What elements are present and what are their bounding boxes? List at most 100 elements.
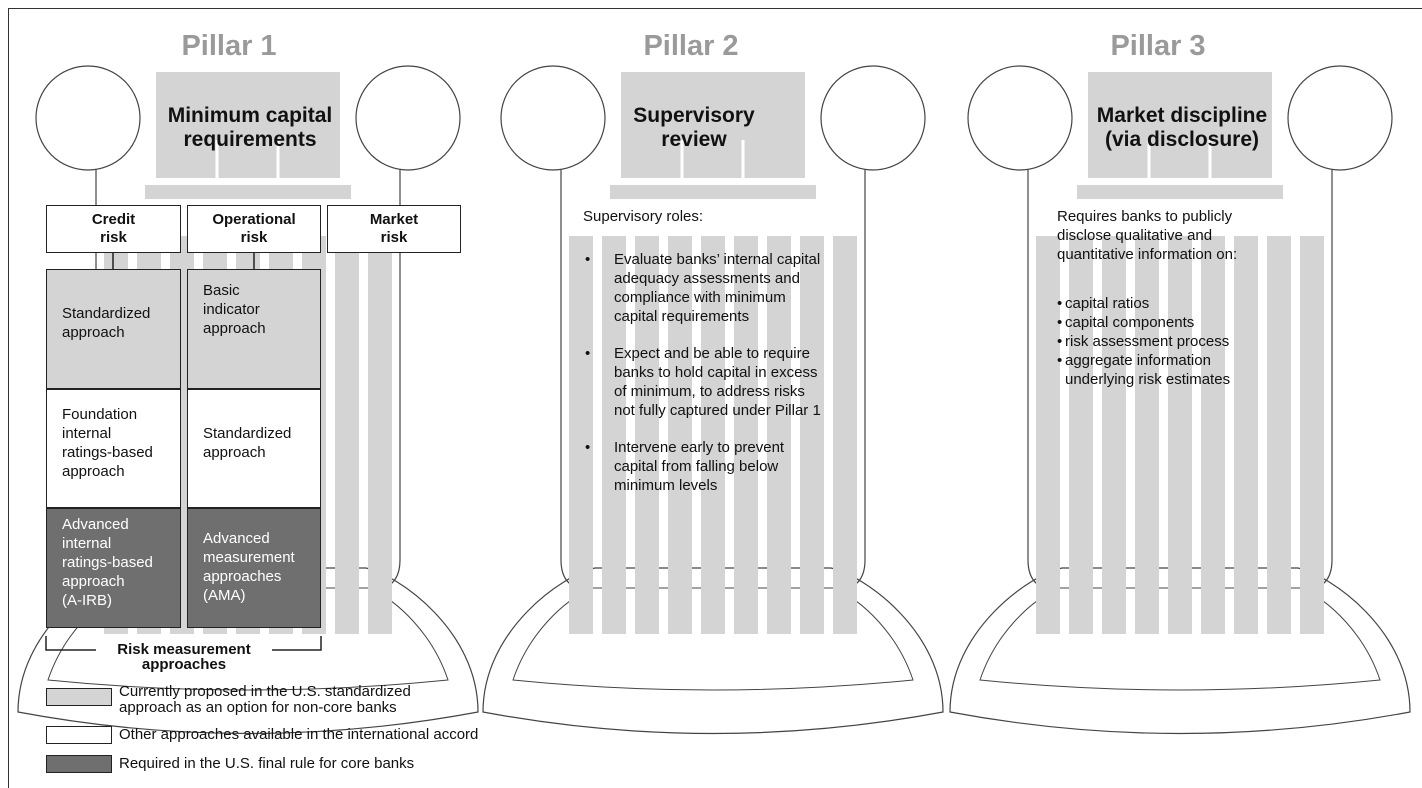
pillar-2-flute (569, 236, 593, 634)
cell-line: approaches (203, 568, 282, 585)
cell-line: Advanced (203, 530, 270, 547)
cell-line: ratings-based (62, 554, 153, 571)
bullet-line: capital ratios (1065, 295, 1150, 312)
heading-line: (via disclosure) (1104, 128, 1260, 151)
cell-line: approach (62, 573, 125, 590)
list-item: •capital ratios (1057, 294, 1297, 313)
header-line: risk (380, 229, 408, 246)
bullet-dot-icon: • (585, 439, 591, 456)
pillar-3-flute (1102, 236, 1126, 634)
legend-line: Other approaches available in the intern… (119, 726, 479, 743)
legend-swatch-white (46, 726, 112, 744)
pillar-2-bullet-list: • Evaluate banks’ internal capital adequ… (583, 250, 883, 513)
pillar-3-title: Pillar 3 (1110, 30, 1206, 62)
pillar-1-scroll-left (35, 65, 141, 171)
heading-line: review (661, 128, 727, 151)
pillar-2-flute (635, 236, 659, 634)
heading-line: Minimum capital (167, 104, 333, 127)
heading-line: requirements (183, 128, 317, 151)
bracket-right (272, 636, 322, 651)
cell-line: Advanced (62, 516, 129, 533)
header-line: Credit (91, 211, 136, 228)
pillar-1-abacus-bar (145, 185, 351, 199)
cell-line: Standardized (62, 305, 151, 322)
header-line: Operational (212, 211, 296, 228)
bullet-line: underlying risk estimates (1065, 371, 1231, 388)
pillar-3-flute (1201, 236, 1225, 634)
list-item: • Intervene early to prevent capital fro… (583, 438, 883, 495)
cell-operational-basic-indicator: Basic indicator approach (187, 269, 321, 389)
pillar-3-scroll-right (1287, 65, 1393, 171)
pillar-1-title: Pillar 1 (181, 30, 277, 62)
pillar-3-intro: Requires banks to publicly disclose qual… (1057, 207, 1297, 264)
pillar-2-flute (602, 236, 626, 634)
legend-swatch-light (46, 688, 112, 706)
cell-line: (A-IRB) (62, 592, 112, 609)
bullet-dot-icon: • (1057, 333, 1063, 350)
cell-line: Standardized (203, 425, 292, 442)
pillar-1-flute (335, 236, 359, 634)
cell-line: approach (203, 320, 266, 337)
bullet-line: minimum levels (614, 477, 718, 494)
heading-line: Market discipline (1096, 104, 1268, 127)
bullet-dot-icon: • (1057, 314, 1063, 331)
bullet-dot-icon: • (1057, 295, 1063, 312)
pillar-3-flute (1300, 236, 1324, 634)
pillar-2-intro: Supervisory roles: (583, 208, 704, 225)
cell-line: indicator (203, 301, 260, 318)
bullet-line: capital requirements (614, 308, 750, 325)
pillar-2-flute (701, 236, 725, 634)
bullet-line: compliance with minimum (614, 289, 786, 306)
cell-line: approach (203, 444, 266, 461)
cell-line: Basic (203, 282, 240, 299)
cell-line: internal (62, 425, 112, 442)
legend-swatch-dark (46, 755, 112, 773)
pillar-1-flute (368, 236, 392, 634)
pillar-3-heading: Market discipline (via disclosure) (1062, 104, 1302, 152)
pillar-2-title: Pillar 2 (643, 30, 739, 62)
cell-line: approach (62, 463, 125, 480)
bullet-dot-icon: • (585, 251, 591, 268)
cell-operational-standardized: Standardized approach (187, 389, 321, 508)
cell-credit-standardized: Standardized approach (46, 269, 181, 389)
bullet-line: adequacy assessments and (614, 270, 800, 287)
legend-text-white: Other approaches available in the intern… (119, 727, 579, 743)
label-line: Risk measurement (117, 641, 251, 658)
legend-text-dark: Required in the U.S. final rule for core… (119, 756, 579, 772)
figure-frame (8, 8, 1422, 788)
pillar-3-flute (1069, 236, 1093, 634)
pillar-3-flute (1036, 236, 1060, 634)
pillar-3-flute (1267, 236, 1291, 634)
intro-line: Requires banks to publicly (1057, 208, 1233, 225)
pillar-1-heading: Minimum capital requirements (140, 104, 360, 152)
pillar-2-flute (668, 236, 692, 634)
cell-line: internal (62, 535, 112, 552)
bullet-line: banks to hold capital in excess (614, 364, 818, 381)
cell-line: (AMA) (203, 587, 246, 604)
bullet-line: of minimum, to address risks (614, 383, 805, 400)
intro-line: disclose qualitative and (1057, 227, 1213, 244)
pillar-3-scroll-left (967, 65, 1073, 171)
pillar-2-scroll-right (820, 65, 926, 171)
cell-line: Foundation (62, 406, 138, 423)
list-item: • Evaluate banks’ internal capital adequ… (583, 250, 883, 326)
bullet-line: Evaluate banks’ internal capital (614, 251, 821, 268)
pillar-2-flute (800, 236, 824, 634)
bullet-line: capital from falling below (614, 458, 779, 475)
legend-text-light: Currently proposed in the U.S. standardi… (119, 684, 539, 716)
pillar-2-capital-block (621, 72, 805, 178)
pillar-3-bullet-list: •capital ratios •capital components •ris… (1057, 294, 1297, 389)
legend-line: Required in the U.S. final rule for core… (119, 755, 415, 772)
pillar-1-capital-block (156, 72, 340, 178)
list-item: • Expect and be able to require banks to… (583, 344, 883, 420)
pillar-2-flute (767, 236, 791, 634)
cell-credit-advanced-irb: Advanced internal ratings-based approach… (46, 508, 181, 628)
pillar-2-heading: Supervisory review (604, 104, 784, 152)
risk-measurement-label: Risk measurement approaches (96, 642, 272, 672)
legend-line: approach as an option for non-core banks (119, 699, 397, 716)
header-line: Market (369, 211, 419, 228)
bullet-line: capital components (1065, 314, 1195, 331)
